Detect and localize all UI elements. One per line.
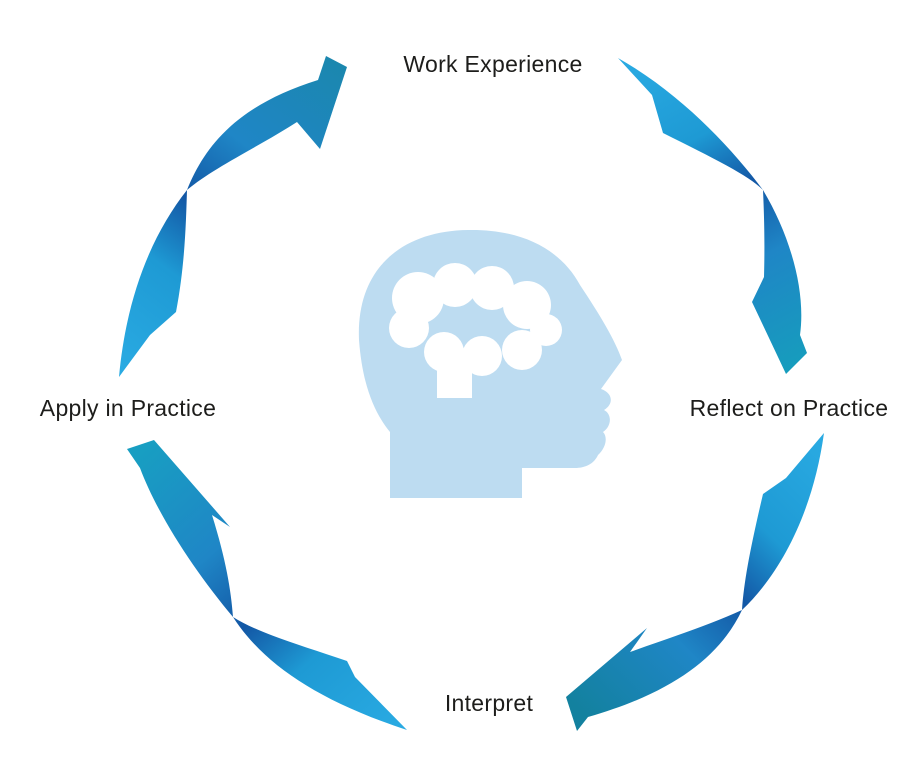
- arrow-apply-to-work-icon: [119, 56, 347, 377]
- step-label-interpret: Interpret: [444, 690, 534, 716]
- arrow-interpret-to-apply-icon: [127, 440, 407, 730]
- step-label-apply-in-practice: Apply in Practice: [39, 395, 217, 421]
- head-with-brain-icon: [358, 229, 622, 498]
- arrow-reflect-to-interpret-icon: [566, 433, 824, 731]
- brain-icon: [389, 263, 562, 398]
- arrow-work-to-reflect-icon: [618, 58, 807, 374]
- step-label-reflect-on-practice: Reflect on Practice: [689, 395, 889, 421]
- step-label-work-experience: Work Experience: [403, 51, 583, 77]
